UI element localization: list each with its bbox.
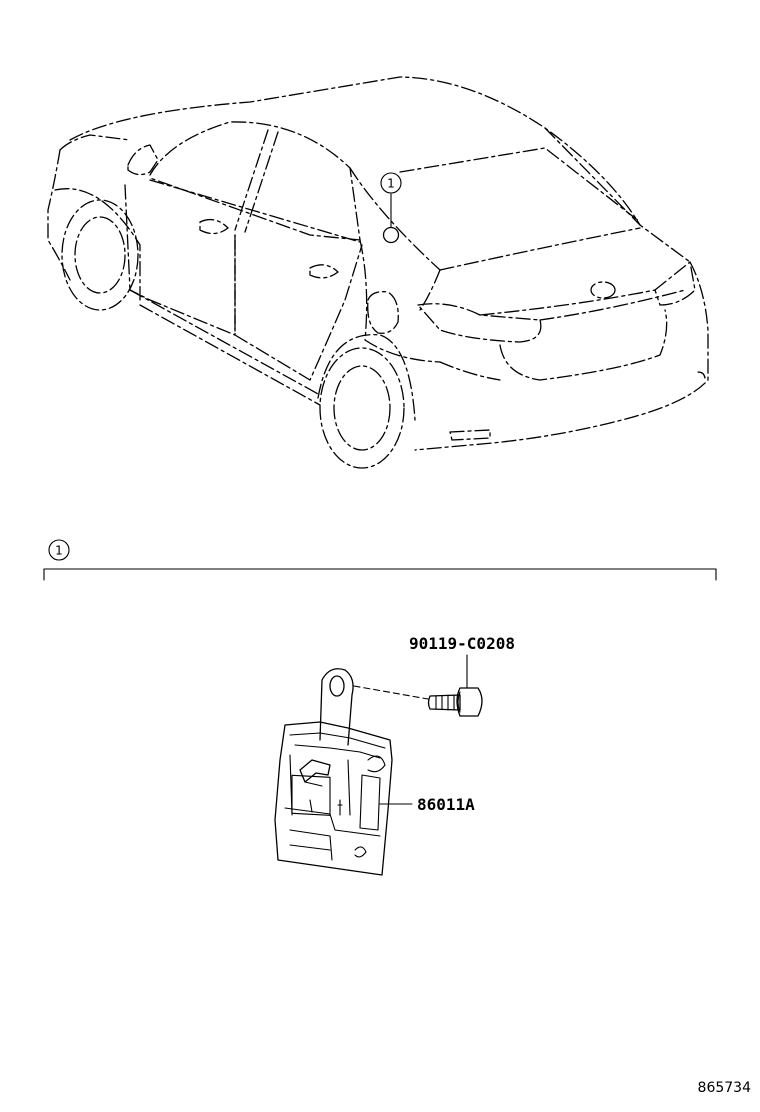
vehicle-illustration: 1: [47, 76, 709, 469]
rear-wheel: [319, 347, 405, 469]
bolt-part-number: 90119-C0208: [409, 634, 515, 653]
rear-emblem: [590, 281, 616, 299]
section-header: 1: [43, 539, 717, 581]
fuel-door: [367, 291, 399, 334]
module-part-number: 86011A: [417, 795, 475, 814]
section-callout-circle: [48, 539, 70, 561]
section-bracket: [43, 568, 717, 581]
front-wheel: [61, 199, 139, 311]
ecu-location-marker: [382, 226, 400, 244]
vehicle-callout-number: 1: [387, 177, 395, 191]
bolt: [353, 654, 483, 717]
telematics-module: [274, 668, 413, 876]
vehicle-roof-outline: [69, 76, 641, 226]
illustration-number: 865734: [698, 1080, 752, 1096]
vehicle-callout-circle: [380, 172, 402, 194]
section-callout-number: 1: [55, 544, 63, 558]
